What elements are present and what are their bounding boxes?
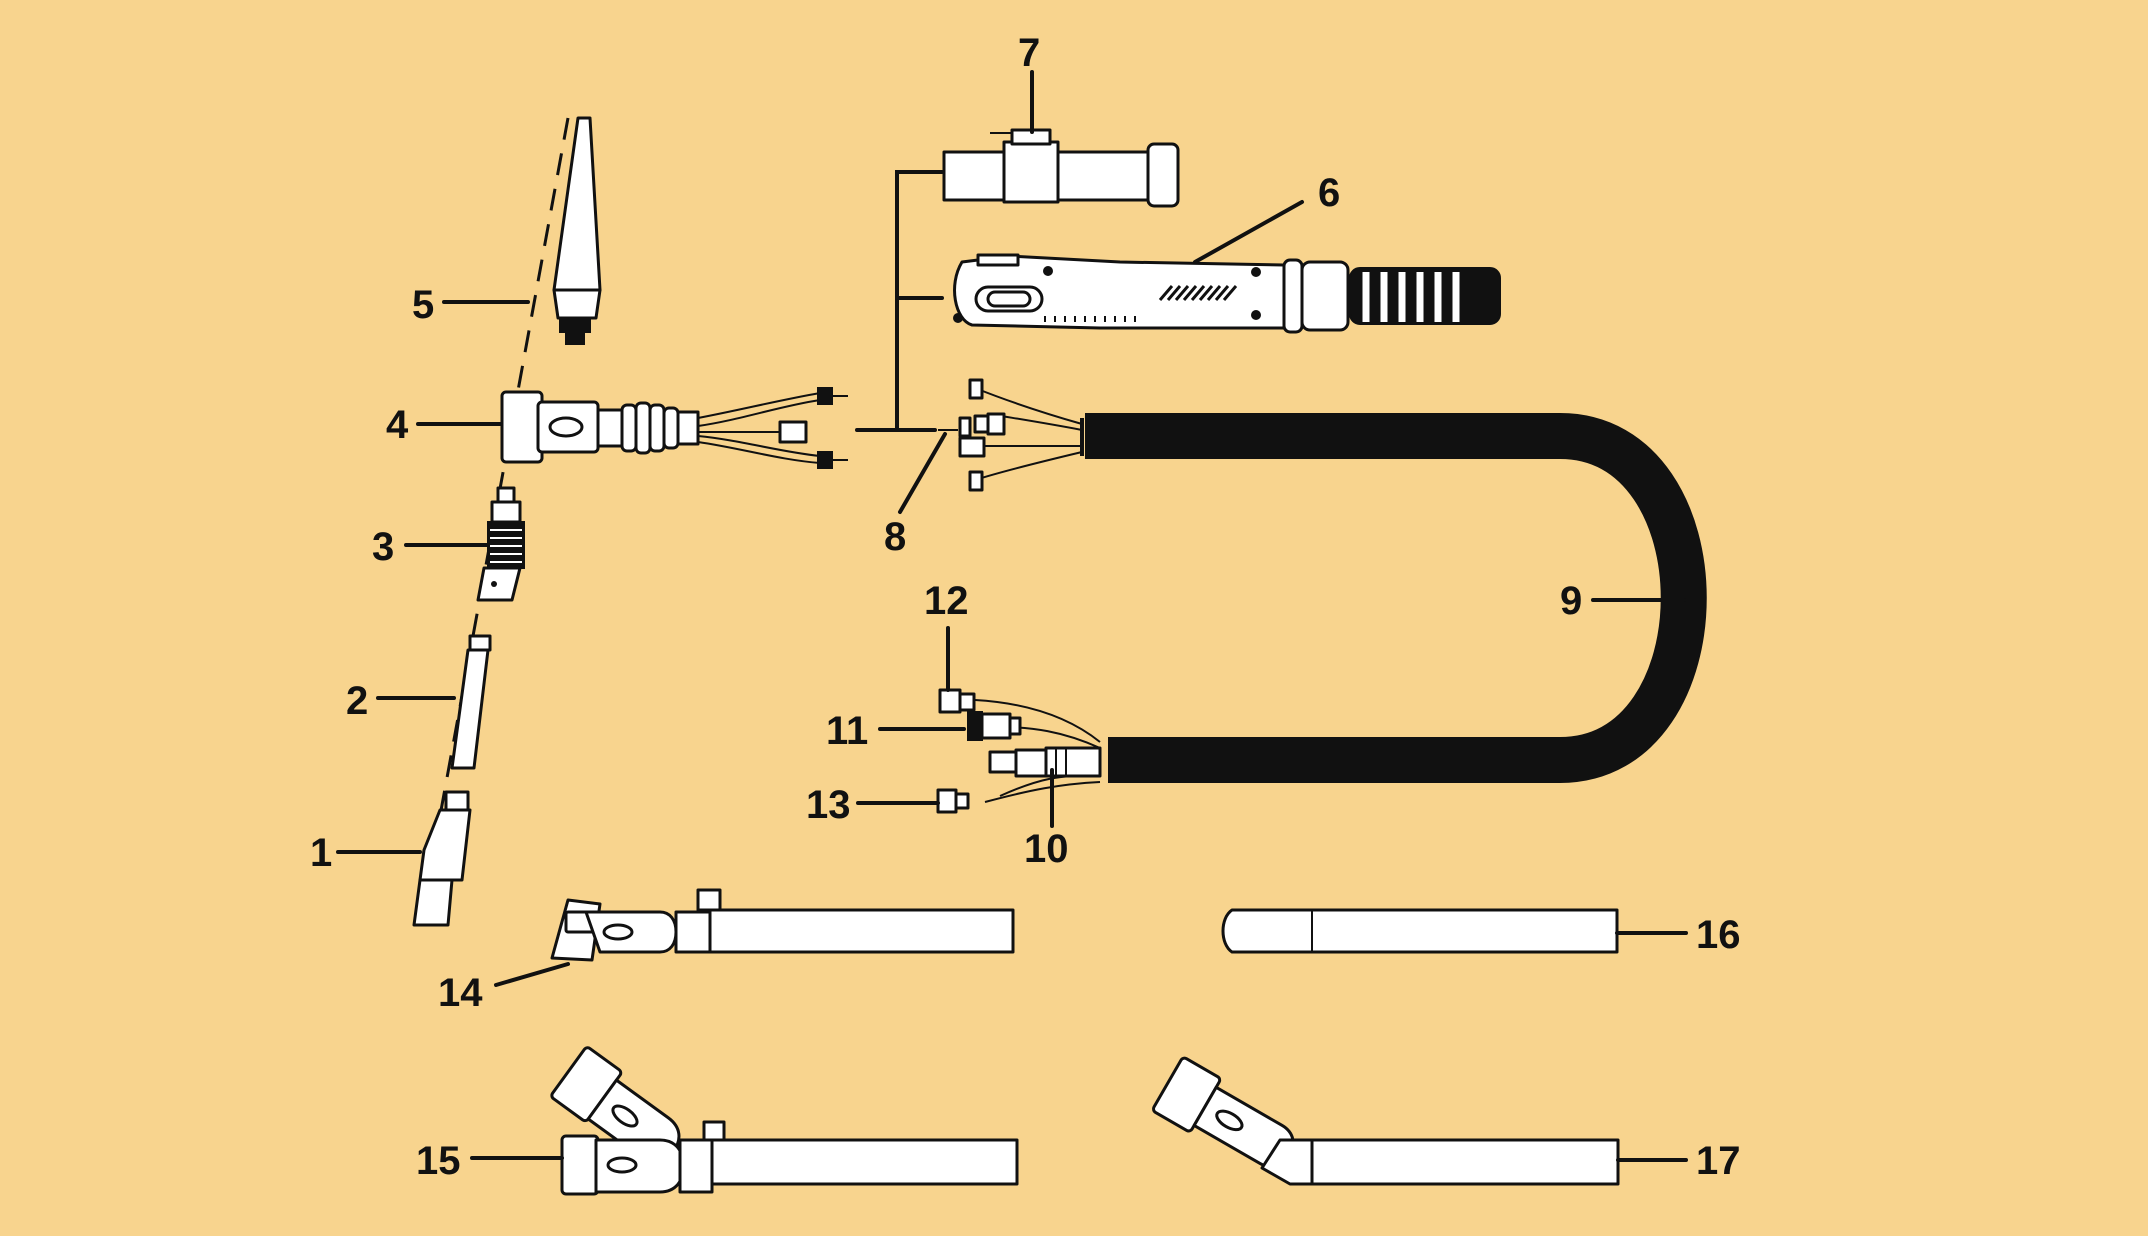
callout-1: 1: [310, 831, 332, 875]
leader-lines: [336, 70, 1688, 1162]
callout-2: 2: [346, 679, 368, 723]
callout-17: 17: [1696, 1139, 1741, 1183]
collet-part: [450, 634, 492, 770]
collet-body-part: [476, 486, 525, 602]
callout-16: 16: [1696, 913, 1741, 957]
back-cap-part: [552, 116, 602, 345]
callout-13: 13: [806, 783, 851, 827]
handle-bracket: [855, 170, 944, 432]
leader-14: [494, 962, 570, 987]
handle-switch-part: [953, 253, 1501, 334]
angled-torch-part: [1152, 1056, 1620, 1186]
callout-3: 3: [372, 525, 394, 569]
callout-7: 7: [1018, 31, 1040, 75]
callout-8: 8: [884, 515, 906, 559]
cable-cover-part: [1080, 413, 1707, 783]
end-fittings-part: [936, 688, 1102, 814]
rigid-torch-part: [550, 888, 1015, 962]
straight-barrel-part: [1221, 908, 1619, 954]
callout-14: 14: [438, 971, 483, 1015]
callout-4: 4: [386, 403, 409, 447]
callout-15: 15: [416, 1139, 461, 1183]
leader-6: [1193, 200, 1304, 264]
adjustable-torch-part: [550, 1046, 1019, 1196]
leader-8: [898, 432, 947, 514]
callout-12: 12: [924, 579, 969, 623]
cable-connectors-part: [938, 378, 1083, 492]
callout-6: 6: [1318, 171, 1340, 215]
callout-9: 9: [1560, 579, 1582, 623]
callout-10: 10: [1024, 827, 1069, 871]
torch-body-part: [500, 387, 848, 469]
plain-handle-part: [942, 128, 1180, 208]
gas-cup-part: [412, 790, 472, 927]
callout-numbers: 1 2 3 4 5 6 7 8 9 10 11 12 13 14 15 16 1…: [310, 31, 1741, 1183]
callout-5: 5: [412, 283, 434, 327]
callout-11: 11: [826, 709, 868, 753]
